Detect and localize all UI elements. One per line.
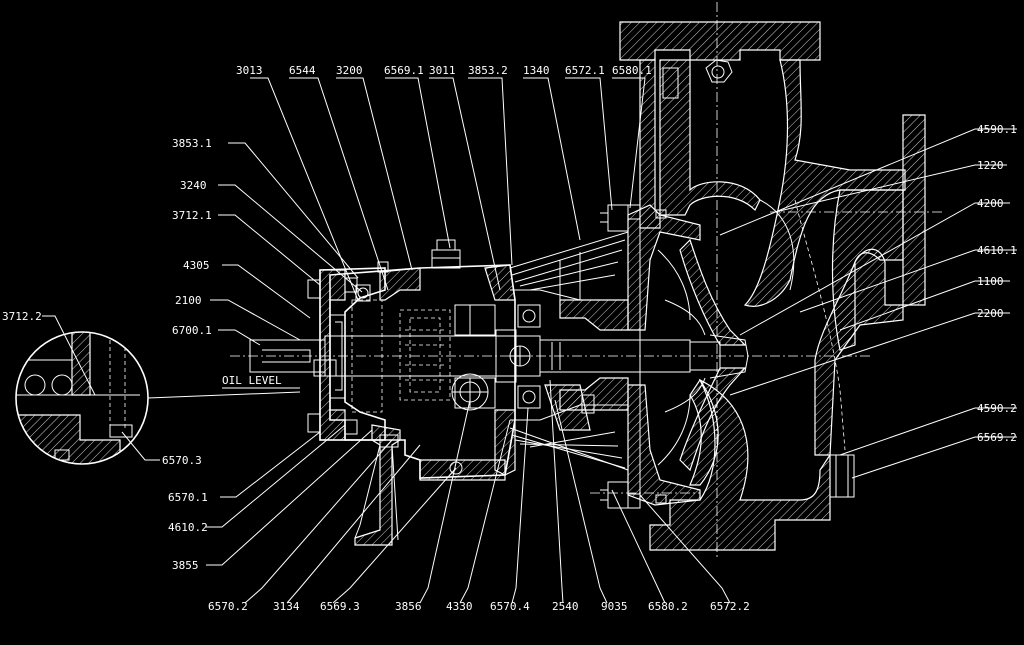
leader-lines xyxy=(42,77,1017,604)
label-6544: 6544 xyxy=(289,64,316,77)
label-6569-2: 6569.2 xyxy=(977,431,1017,444)
label-4305: 4305 xyxy=(183,259,210,272)
label-3011: 3011 xyxy=(429,64,456,77)
detail-view xyxy=(15,331,301,465)
label-6569-1: 6569.1 xyxy=(384,64,424,77)
label-1340: 1340 xyxy=(523,64,550,77)
label-3856: 3856 xyxy=(395,600,422,613)
label-3013: 3013 xyxy=(236,64,263,77)
label-6570-1: 6570.1 xyxy=(168,491,208,504)
label-6570-2: 6570.2 xyxy=(208,600,248,613)
impeller xyxy=(657,238,749,472)
label-2200: 2200 xyxy=(977,307,1004,320)
label-9035: 9035 xyxy=(601,600,628,613)
label-3200: 3200 xyxy=(336,64,363,77)
label-4590-2: 4590.2 xyxy=(977,402,1017,415)
label-1100: 1100 xyxy=(977,275,1004,288)
label-3853-2: 3853.2 xyxy=(468,64,508,77)
label-3240: 3240 xyxy=(180,179,207,192)
label-6700-1: 6700.1 xyxy=(172,324,212,337)
label-3855: 3855 xyxy=(172,559,199,572)
label-2100: 2100 xyxy=(175,294,202,307)
label-4200: 4200 xyxy=(977,197,1004,210)
label-4610-2: 4610.2 xyxy=(168,521,208,534)
label-3134: 3134 xyxy=(273,600,300,613)
label-6570-4: 6570.4 xyxy=(490,600,530,613)
label-4330: 4330 xyxy=(446,600,473,613)
bearing-bracket xyxy=(329,231,629,546)
label-4590-1: 4590.1 xyxy=(977,123,1017,136)
label-6569-3: 6569.3 xyxy=(320,600,360,613)
casing-cover xyxy=(600,204,701,509)
oil-level-note: OIL LEVEL xyxy=(222,374,282,387)
bearing-cover xyxy=(307,261,389,441)
label-6570-3: 6570.3 xyxy=(162,454,202,467)
label-3712-1: 3712.1 xyxy=(172,209,212,222)
label-6572-1: 6572.1 xyxy=(565,64,605,77)
label-2540: 2540 xyxy=(552,600,579,613)
label-1220: 1220 xyxy=(977,159,1004,172)
part-labels: 3013 6544 3200 6569.1 3011 3853.2 1340 6… xyxy=(2,64,1017,613)
label-3712-2: 3712.2 xyxy=(2,310,42,323)
label-4610-1: 4610.1 xyxy=(977,244,1017,257)
label-6572-2: 6572.2 xyxy=(710,600,750,613)
volute-casing xyxy=(619,21,926,551)
label-3853-1: 3853.1 xyxy=(172,137,212,150)
label-6580-1: 6580.1 xyxy=(612,64,652,77)
label-6580-2: 6580.2 xyxy=(648,600,688,613)
